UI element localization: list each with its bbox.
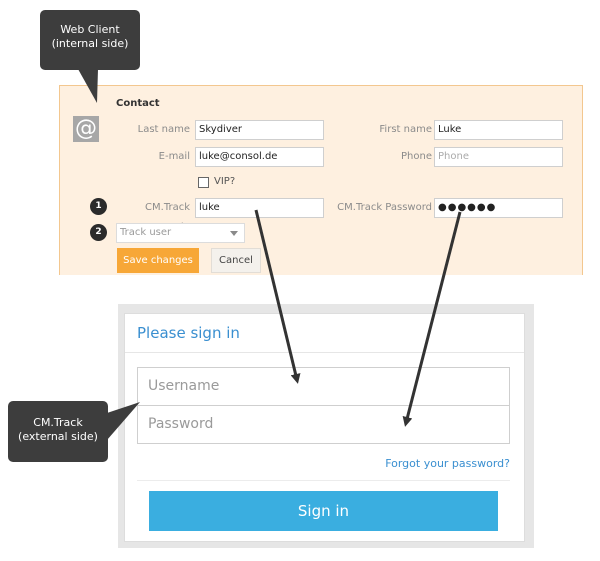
email-label: E-mail <box>158 151 190 162</box>
first-name-input[interactable]: Luke <box>434 120 563 140</box>
cancel-button[interactable]: Cancel <box>211 248 261 273</box>
vip-label: VIP? <box>214 176 236 187</box>
track-user-select-value: Track user <box>120 227 172 238</box>
chevron-down-icon <box>230 231 238 236</box>
web-client-callout: Web Client (internal side) <box>40 10 140 70</box>
track-user-select[interactable]: Track user <box>116 223 245 243</box>
at-icon: @ <box>73 116 99 142</box>
email-input[interactable]: luke@consol.de <box>195 147 324 167</box>
first-name-label: First name <box>379 124 432 135</box>
step-1-badge: 1 <box>90 198 107 215</box>
phone-label: Phone <box>401 151 432 162</box>
phone-input[interactable]: Phone <box>434 147 563 167</box>
callout-line-2: (external side) <box>18 430 98 443</box>
login-to-username-arrow <box>254 209 301 384</box>
track-password-input[interactable]: ●●●●●● <box>434 198 563 218</box>
signin-title: Please sign in <box>137 324 240 342</box>
divider <box>137 480 510 481</box>
divider <box>125 352 524 353</box>
contact-title: Contact <box>116 98 160 109</box>
username-input[interactable]: Username <box>137 367 510 406</box>
web-client-callout-pointer <box>78 69 98 103</box>
last-name-input[interactable]: Skydiver <box>195 120 324 140</box>
password-input[interactable]: Password <box>137 405 510 444</box>
contact-panel: Contact @ Last name Skydiver First name … <box>59 85 583 275</box>
forgot-password-link[interactable]: Forgot your password? <box>385 457 510 470</box>
callout-line-1: CM.Track <box>33 416 83 429</box>
cm-track-callout: CM.Track (external side) <box>8 401 108 462</box>
cm-track-callout-pointer <box>107 402 140 440</box>
track-login-input[interactable]: luke <box>195 198 324 218</box>
sign-in-button[interactable]: Sign in <box>149 491 498 531</box>
last-name-label: Last name <box>137 124 190 135</box>
save-changes-button[interactable]: Save changes <box>117 248 199 273</box>
track-password-label: CM.Track Password <box>337 202 432 213</box>
signin-card: Please sign in Username Password Forgot … <box>124 313 525 542</box>
step-2-badge: 2 <box>90 224 107 241</box>
vip-checkbox[interactable] <box>198 177 209 188</box>
callout-line-1: Web Client <box>60 23 120 36</box>
callout-line-2: (internal side) <box>51 37 129 50</box>
password-to-password-arrow <box>402 211 462 427</box>
